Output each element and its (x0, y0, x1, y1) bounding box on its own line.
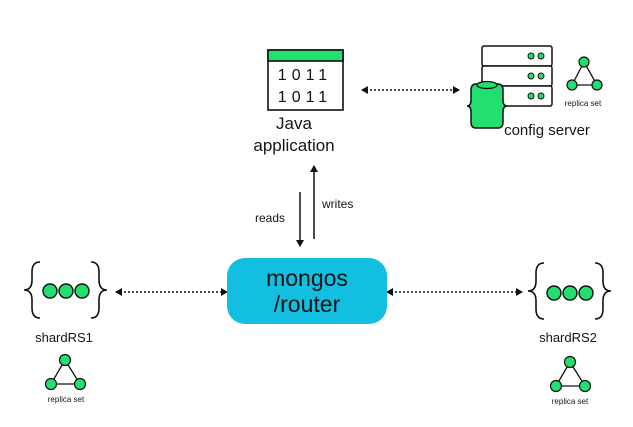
binary-row-1: 1011 (278, 67, 332, 84)
mongos-router-node: mongos /router (227, 258, 387, 324)
mongos-router-label: mongos /router (266, 265, 348, 317)
reads-label: reads (255, 211, 286, 225)
config-server-label: config server (504, 122, 590, 139)
java-application-label: Java application (253, 114, 335, 155)
config-server-icon (466, 45, 553, 129)
shardRS2-replica-set-icon (549, 355, 592, 393)
shardRS1-icon (23, 261, 108, 319)
shardRS2-icon (527, 262, 612, 320)
shardRS2-label: shardRS2 (539, 330, 597, 345)
binary-row-2: 1011 (278, 89, 332, 106)
shardRS1-replica-set-icon (44, 353, 87, 391)
shardRS1-label: shardRS1 (35, 330, 93, 345)
java-application-icon: 1011 1011 (267, 49, 344, 111)
writes-label: writes (322, 197, 354, 211)
config-replica-set-icon (566, 56, 603, 91)
config-replica-set-label: replica set (564, 99, 602, 108)
shardRS1-replica-set-label: replica set (47, 395, 85, 404)
shardRS2-replica-set-label: replica set (551, 397, 589, 406)
